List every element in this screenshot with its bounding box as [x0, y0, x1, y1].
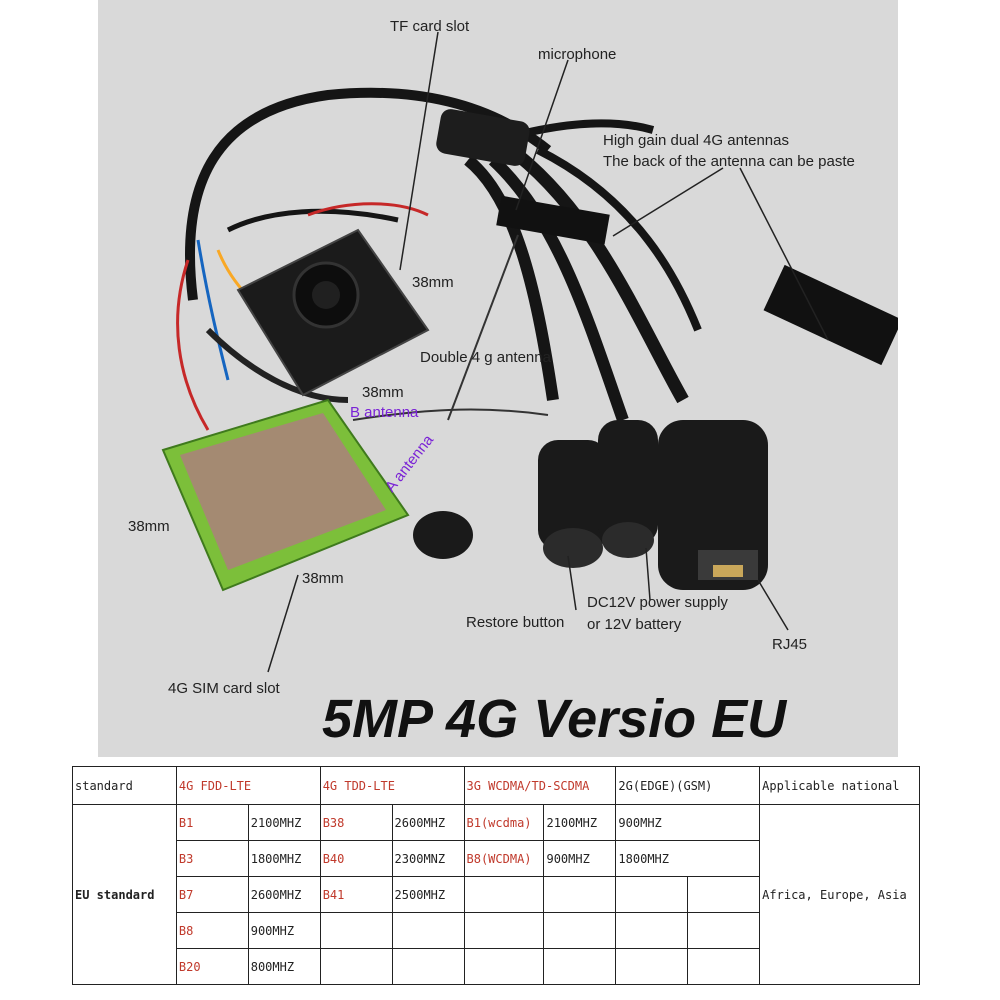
gsm-freq: 900MHZ	[615, 804, 761, 841]
product-photo	[98, 0, 903, 757]
double-antenna-label: Double 4 g antenna	[420, 349, 551, 366]
camera-kit-illustration	[98, 0, 903, 757]
fdd-band: B7	[175, 876, 249, 913]
fdd-band: B8	[175, 912, 249, 949]
fdd-band: B1	[175, 804, 249, 841]
product-headline: 5MP 4G Versio EU	[322, 689, 787, 749]
table-row: EU standard B1 2100MHZ B38 2600MHZ B1(wc…	[72, 804, 920, 985]
empty-cell	[615, 912, 689, 949]
wcdma-freq: 2100MHZ	[543, 804, 617, 841]
empty-cell	[319, 912, 393, 949]
fdd-freq: 900MHZ	[247, 912, 321, 949]
restore-button-label: Restore button	[466, 614, 565, 631]
tdd-band: B38	[319, 804, 393, 841]
tdd-band: B41	[319, 876, 393, 913]
empty-cell	[391, 912, 465, 949]
empty-cell	[463, 948, 545, 985]
fdd-freq: 2600MHZ	[247, 876, 321, 913]
empty-cell	[687, 912, 761, 949]
empty-cell	[687, 876, 761, 913]
antennas-label-line2: The back of the antenna can be paste	[603, 153, 855, 170]
row-label-eu-standard: EU standard	[72, 804, 177, 985]
empty-cell	[543, 948, 617, 985]
header-wcdma: 3G WCDMA/TD-SCDMA	[463, 766, 617, 805]
empty-cell	[615, 948, 689, 985]
national-value: Africa, Europe, Asia	[759, 804, 920, 985]
fdd-band: B3	[175, 840, 249, 877]
tdd-band: B40	[319, 840, 393, 877]
tdd-freq: 2500MHZ	[391, 876, 465, 913]
dim-38mm-module-bottom: 38mm	[302, 570, 344, 587]
dim-38mm-module-side: 38mm	[128, 518, 170, 535]
wcdma-band: B8(WCDMA)	[463, 840, 545, 877]
empty-cell	[463, 912, 545, 949]
dim-38mm-camera-bottom: 38mm	[362, 384, 404, 401]
dc12v-label-line1: DC12V power supply	[587, 594, 728, 611]
rj45-label: RJ45	[772, 636, 808, 653]
table-row: B8 900MHZ	[73, 912, 920, 949]
tdd-freq: 2300MNZ	[391, 840, 465, 877]
empty-cell	[463, 876, 545, 913]
empty-cell	[687, 948, 761, 985]
fdd-freq: 2100MHZ	[247, 804, 321, 841]
empty-cell	[543, 912, 617, 949]
empty-cell	[615, 876, 689, 913]
microphone-label: microphone	[538, 46, 617, 63]
header-national: Applicable national	[759, 766, 920, 805]
sim-slot-label: 4G SIM card slot	[168, 680, 280, 697]
antennas-label-line1: High gain dual 4G antennas	[603, 132, 789, 149]
empty-cell	[319, 948, 393, 985]
fdd-freq: 800MHZ	[247, 948, 321, 985]
table-header-row: standard 4G FDD-LTE 4G TDD-LTE 3G WCDMA/…	[72, 766, 920, 805]
table-row: B7 2600MHZ B41 2500MHZ	[73, 876, 920, 913]
table-row: B3 1800MHZ B40 2300MNZ B8(WCDMA) 900MHZ …	[73, 840, 920, 877]
b-antenna-label: B antenna	[350, 404, 419, 421]
tdd-freq: 2600MHZ	[391, 804, 465, 841]
dc12v-label-line2: or 12V battery	[587, 616, 682, 633]
header-gsm: 2G(EDGE)(GSM)	[615, 766, 761, 805]
header-tdd-lte: 4G TDD-LTE	[319, 766, 465, 805]
wcdma-freq: 900MHZ	[543, 840, 617, 877]
fdd-freq: 1800MHZ	[247, 840, 321, 877]
header-fdd-lte: 4G FDD-LTE	[175, 766, 321, 805]
table-row: B20 800MHZ	[73, 948, 920, 985]
tf-slot-label: TF card slot	[390, 18, 470, 35]
dim-38mm-camera-side: 38mm	[412, 274, 454, 291]
header-standard: standard	[72, 766, 177, 805]
wcdma-band: B1(wcdma)	[463, 804, 545, 841]
gsm-freq: 1800MHZ	[615, 840, 761, 877]
empty-cell	[391, 948, 465, 985]
fdd-band: B20	[175, 948, 249, 985]
frequency-spec-table: standard 4G FDD-LTE 4G TDD-LTE 3G WCDMA/…	[72, 766, 920, 985]
empty-cell	[543, 876, 617, 913]
